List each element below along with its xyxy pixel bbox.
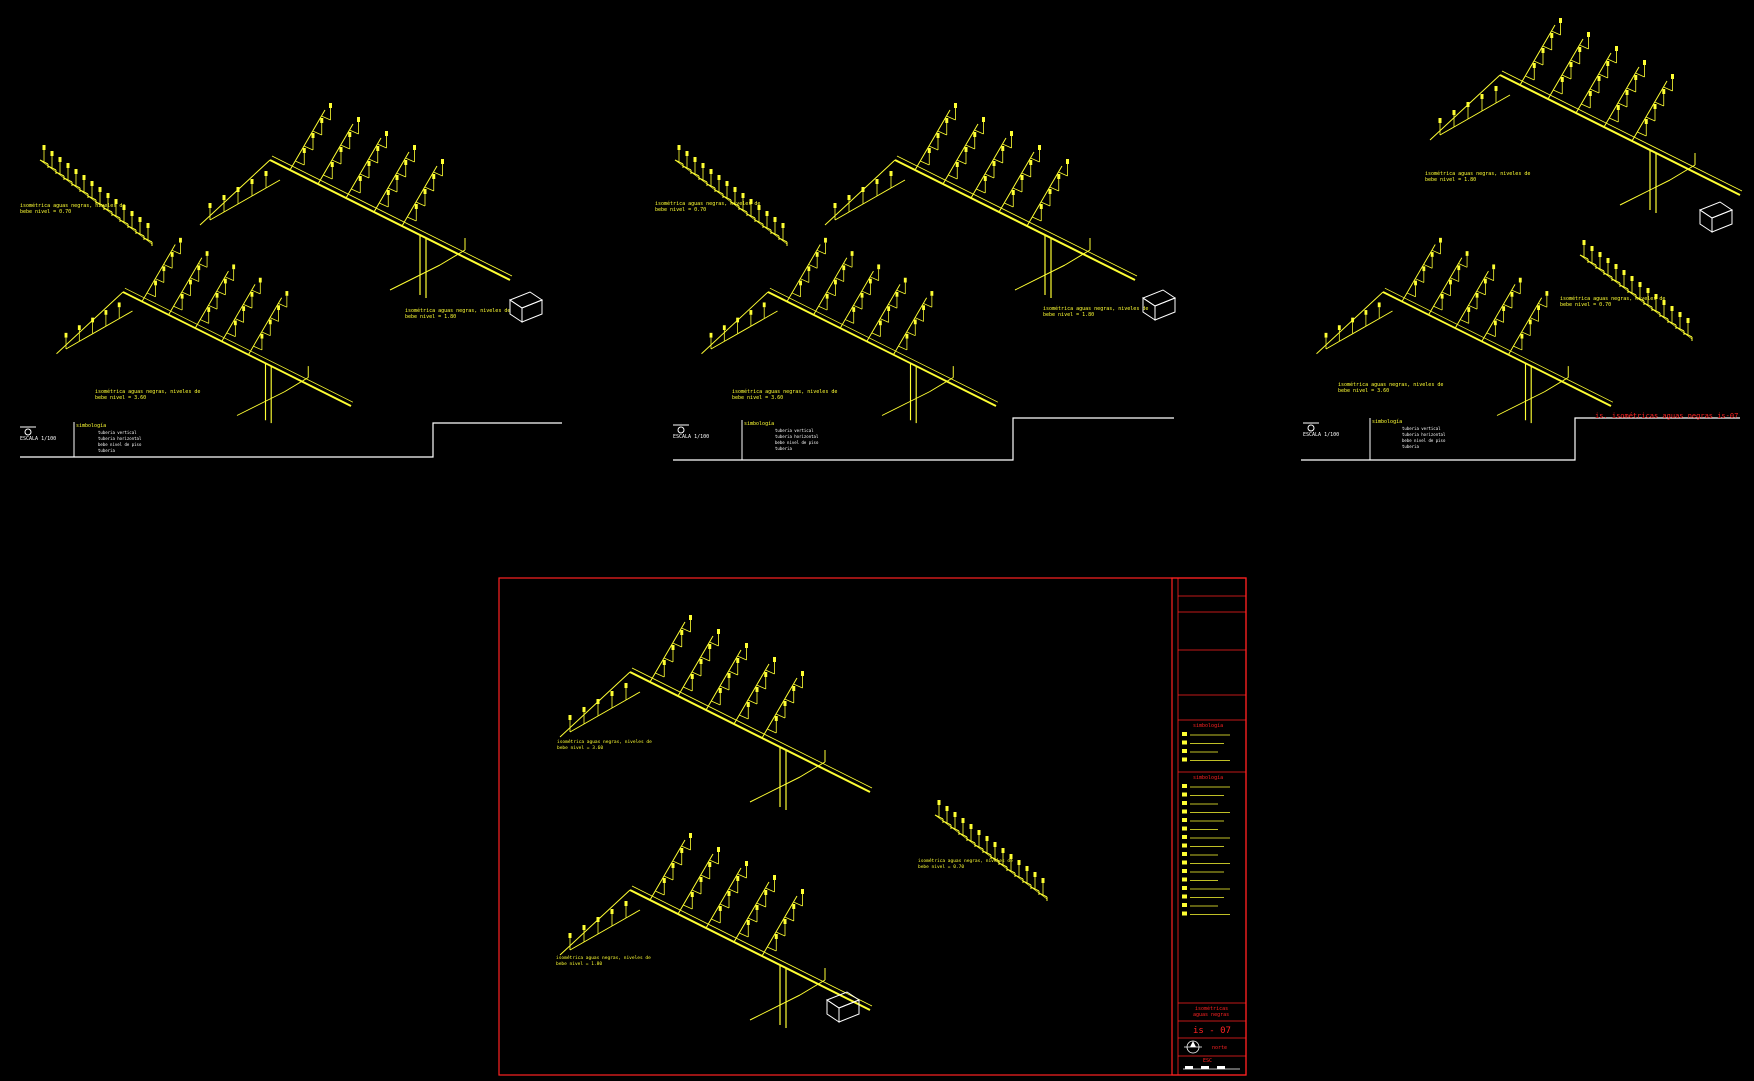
tb-scale-label: ESC — [1203, 1058, 1212, 1064]
isometric-network-s2 — [559, 833, 873, 1028]
title-block: simbología simbología isométricas aguas … — [1171, 577, 1247, 1076]
scale-symbol-3: ESCALA 1/100 — [1303, 422, 1339, 438]
svg-text:bebe nivel = 3.60: bebe nivel = 3.60 — [95, 395, 146, 401]
register-box — [825, 991, 861, 1023]
svg-text:isométrica aguas negras, nivel: isométrica aguas negras, niveles de — [1425, 170, 1530, 177]
iso-label-1-2: isométrica aguas negras, niveles de bebe… — [95, 388, 200, 401]
legend-box-3: simbología tuberia vertical tuberia hori… — [1369, 418, 1446, 460]
svg-text:bebe nivel de piso: bebe nivel de piso — [775, 440, 819, 445]
tb-sheet-number: is - 07 — [1193, 1026, 1231, 1036]
legend-box-1: simbología tuberia vertical tuberia hori… — [73, 422, 142, 457]
svg-text:ESCALA 1/100: ESCALA 1/100 — [1303, 432, 1339, 438]
svg-text:bebe nivel = 3.60: bebe nivel = 3.60 — [557, 745, 603, 751]
sheet-iso-label-0: isométrica aguas negras, niveles de bebe… — [557, 738, 652, 751]
tb-north-label: norte — [1212, 1045, 1227, 1051]
svg-text:simbología: simbología — [76, 422, 106, 429]
svg-text:bebe nivel = 0.70: bebe nivel = 0.70 — [918, 864, 964, 870]
svg-text:isométrica aguas negras, nivel: isométrica aguas negras, niveles de — [1338, 381, 1443, 388]
isometric-network-2b — [701, 237, 999, 424]
panel-3: isométrica aguas negras, niveles de bebe… — [1301, 18, 1743, 461]
svg-text:bebe nivel = 1.80: bebe nivel = 1.80 — [556, 961, 602, 967]
iso-label-2-0: isométrica aguas negras, niveles de bebe… — [655, 200, 760, 213]
tb-legend-bottom — [1182, 784, 1230, 916]
svg-text:ESCALA 1/100: ESCALA 1/100 — [20, 436, 56, 442]
isometric-network-3b — [1316, 237, 1614, 424]
legend-box-2: simbología tuberia vertical tuberia hori… — [741, 420, 819, 460]
svg-text:bebe nivel = 1.80: bebe nivel = 1.80 — [1043, 312, 1094, 318]
sheet-iso-label-1: isométrica aguas negras, niveles de bebe… — [556, 954, 651, 967]
iso-label-2-2: isométrica aguas negras, niveles de bebe… — [732, 388, 837, 401]
svg-text:tuberia horizontal: tuberia horizontal — [98, 436, 142, 441]
scale-symbol-2: ESCALA 1/100 — [673, 424, 709, 440]
svg-text:isométrica aguas negras, nivel: isométrica aguas negras, niveles de — [918, 857, 1013, 864]
ground-line-1 — [20, 422, 562, 458]
svg-text:ESCALA 1/100: ESCALA 1/100 — [673, 434, 709, 440]
svg-text:isométrica aguas negras, nivel: isométrica aguas negras, niveles de — [95, 388, 200, 395]
svg-text:tuberia vertical: tuberia vertical — [98, 430, 137, 435]
register-box — [1141, 289, 1177, 321]
svg-text:tuberia: tuberia — [775, 446, 792, 451]
scale-bar — [1183, 1066, 1240, 1070]
isometric-branch-3c — [1579, 240, 1693, 341]
svg-text:bebe nivel = 0.70: bebe nivel = 0.70 — [20, 209, 71, 215]
iso-label-3-2: isométrica aguas negras, niveles de bebe… — [1338, 381, 1443, 394]
isometric-network-1a — [199, 103, 513, 298]
svg-text:tuberia vertical: tuberia vertical — [1402, 426, 1441, 431]
iso-label-3-1: isométrica aguas negras, niveles de bebe… — [1560, 295, 1665, 308]
tb-sheet-title-1: isométricas — [1195, 1005, 1228, 1012]
iso-label-2-1: isométrica aguas negras, niveles de bebe… — [1043, 305, 1148, 318]
register-box — [1698, 201, 1734, 233]
svg-text:tuberia vertical: tuberia vertical — [775, 428, 814, 433]
svg-text:bebe nivel = 1.80: bebe nivel = 1.80 — [405, 314, 456, 320]
iso-label-1-1: isométrica aguas negras, niveles de bebe… — [405, 307, 510, 320]
isometric-branch-s3 — [934, 800, 1048, 901]
svg-text:bebe nivel = 0.70: bebe nivel = 0.70 — [655, 207, 706, 213]
iso-label-3-0: isométrica aguas negras, niveles de bebe… — [1425, 170, 1530, 183]
svg-text:isométrica aguas negras, nivel: isométrica aguas negras, niveles de — [1560, 295, 1665, 302]
svg-text:bebe nivel = 0.70: bebe nivel = 0.70 — [1560, 302, 1611, 308]
isometric-branch-1c — [39, 145, 153, 246]
tb-simbologia-title: simbología — [1193, 722, 1223, 729]
svg-text:isométrica aguas negras, nivel: isométrica aguas negras, niveles de — [556, 954, 651, 961]
isometric-branch-2c — [674, 145, 788, 246]
ground-line-3 — [1301, 417, 1740, 461]
isometric-network-1b — [56, 237, 354, 424]
svg-text:simbología: simbología — [744, 420, 774, 427]
svg-text:tuberia horizontal: tuberia horizontal — [775, 434, 819, 439]
svg-text:bebe nivel = 1.80: bebe nivel = 1.80 — [1425, 177, 1476, 183]
svg-text:isométrica aguas negras, nivel: isométrica aguas negras, niveles de — [732, 388, 837, 395]
drawing-sheet: isométrica aguas negras, niveles de bebe… — [498, 577, 1247, 1076]
svg-text:bebe nivel = 3.60: bebe nivel = 3.60 — [732, 395, 783, 401]
svg-text:simbología: simbología — [1372, 418, 1402, 425]
svg-text:tuberia: tuberia — [98, 448, 115, 453]
svg-text:isométrica aguas negras, nivel: isométrica aguas negras, niveles de — [557, 738, 652, 745]
tb-simbologia2-title: simbología — [1193, 774, 1223, 781]
north-arrow-icon — [1184, 1040, 1202, 1054]
svg-text:bebe nivel de piso: bebe nivel de piso — [98, 442, 142, 447]
svg-text:tuberia: tuberia — [1402, 444, 1419, 449]
red-sheet-reference: is. isométricas aguas negras is-07 — [1595, 412, 1738, 420]
svg-text:isométrica aguas negras, nivel: isométrica aguas negras, niveles de — [1043, 305, 1148, 312]
panel-1: isométrica aguas negras, niveles de bebe… — [20, 103, 562, 458]
svg-text:isométrica aguas negras, nivel: isométrica aguas negras, niveles de — [405, 307, 510, 314]
svg-text:isométrica aguas negras, nivel: isométrica aguas negras, niveles de — [20, 202, 125, 209]
ground-line-2 — [673, 417, 1174, 461]
iso-label-1-0: isométrica aguas negras, niveles de bebe… — [20, 202, 125, 215]
scale-symbol-1: ESCALA 1/100 — [20, 426, 56, 442]
isometric-network-s1 — [559, 615, 873, 810]
isometric-network-3a — [1429, 18, 1743, 213]
register-box — [508, 291, 544, 323]
sheet-iso-label-2: isométrica aguas negras, niveles de bebe… — [918, 857, 1013, 870]
tb-sheet-title-2: aguas negras — [1193, 1012, 1229, 1018]
svg-text:bebe nivel = 3.60: bebe nivel = 3.60 — [1338, 388, 1389, 394]
sheet-border — [498, 577, 1247, 1076]
svg-text:isométrica aguas negras, nivel: isométrica aguas negras, niveles de — [655, 200, 760, 207]
tb-legend-top — [1182, 732, 1230, 762]
panel-2: isométrica aguas negras, niveles de bebe… — [655, 103, 1174, 461]
svg-text:tuberia horizontal: tuberia horizontal — [1402, 432, 1446, 437]
svg-text:bebe nivel de piso: bebe nivel de piso — [1402, 438, 1446, 443]
isometric-network-2a — [824, 103, 1138, 298]
